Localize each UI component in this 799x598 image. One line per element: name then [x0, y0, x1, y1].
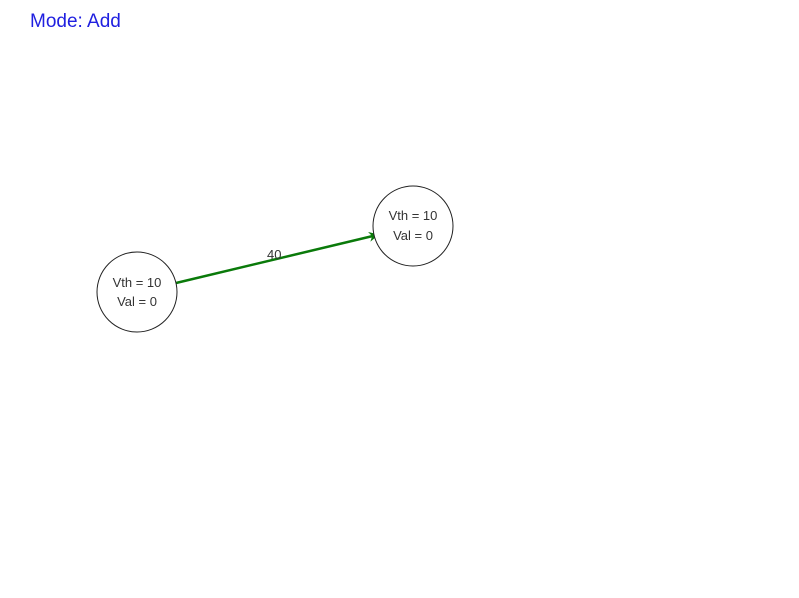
node-vth-label: Vth = 10	[389, 208, 438, 223]
node-circle[interactable]	[96, 251, 178, 333]
node-val-label: Val = 0	[117, 294, 157, 309]
edge-n1-n2[interactable]: 40	[175, 231, 379, 285]
node-n1[interactable]: Vth = 10 Val = 0	[96, 251, 178, 333]
edge-weight-label: 40	[267, 247, 281, 262]
node-vth-label: Vth = 10	[113, 275, 162, 290]
node-n2[interactable]: Vth = 10 Val = 0	[372, 185, 454, 267]
node-val-label: Val = 0	[393, 228, 433, 243]
mode-prefix: Mode:	[30, 11, 83, 32]
mode-indicator: Mode: Add	[30, 11, 121, 33]
mode-value: Add	[87, 11, 121, 32]
node-circle[interactable]	[372, 185, 454, 267]
edge-line[interactable]	[175, 231, 379, 285]
